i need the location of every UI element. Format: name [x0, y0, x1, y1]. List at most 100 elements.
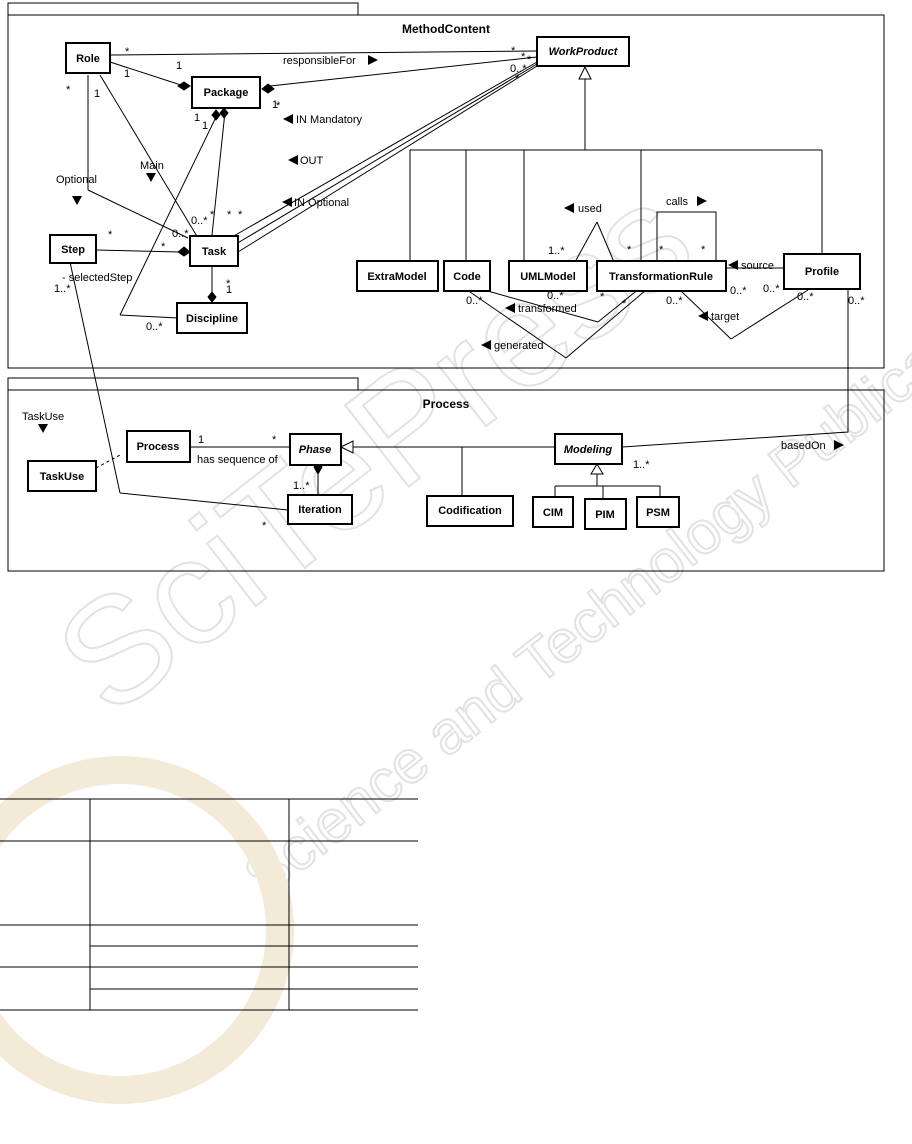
class-profile[interactable]: Profile: [783, 253, 861, 290]
multiplicity: 0..*: [547, 290, 564, 302]
multiplicity: 1: [176, 60, 182, 72]
assoc-label-main: Main: [140, 160, 164, 172]
class-workproduct[interactable]: WorkProduct: [536, 36, 630, 67]
direction-arrow-icon: [728, 260, 738, 270]
class-transformationrule[interactable]: TransformationRule: [596, 260, 727, 292]
assoc-label-out: OUT: [300, 155, 324, 167]
assoc-label-generated: generated: [494, 340, 544, 352]
class-task[interactable]: Task: [189, 235, 239, 267]
multiplicity: *: [226, 278, 231, 290]
multiplicity: *: [627, 244, 632, 256]
multiplicity: *: [262, 520, 267, 532]
class-package[interactable]: Package: [191, 76, 261, 109]
multiplicity: 0..*: [848, 295, 865, 307]
multiplicity: 1: [194, 112, 200, 124]
multiplicity: 0..*: [510, 63, 527, 75]
class-pim[interactable]: PIM: [584, 498, 627, 530]
class-name: Task: [202, 246, 227, 258]
multiplicity: *: [66, 84, 71, 96]
multiplicities: * * 1 1 * 1 1 1 * 0..* * * * 0..* * * * …: [54, 45, 865, 532]
multiplicity: 1..*: [548, 245, 565, 257]
multiplicity: *: [521, 51, 526, 63]
class-name: PSM: [646, 507, 670, 519]
direction-arrow-icon: [72, 196, 82, 205]
multiplicity: 0..*: [146, 321, 163, 333]
assoc-label-selectedstep: - selectedStep: [62, 272, 132, 284]
multiplicity: 1: [94, 88, 100, 100]
direction-arrow-icon: [505, 303, 515, 313]
multiplicity: 1..*: [293, 480, 310, 492]
class-name: CIM: [543, 507, 563, 519]
assoc-label-optional: Optional: [56, 174, 97, 186]
direction-arrow-icon: [564, 203, 574, 213]
multiplicity: 1: [272, 99, 278, 111]
class-modeling[interactable]: Modeling: [554, 433, 623, 465]
assoc-label-calls: calls: [666, 196, 689, 208]
multiplicity: *: [272, 434, 277, 446]
class-psm[interactable]: PSM: [636, 496, 680, 528]
multiplicity: *: [600, 291, 605, 303]
assoc-label-in-optional: IN Optional: [294, 197, 349, 209]
class-name: Iteration: [298, 504, 342, 516]
multiplicity: 1: [226, 284, 232, 296]
class-name: Modeling: [564, 444, 613, 456]
assoc-label-used: used: [578, 203, 602, 215]
multiplicity: 0..*: [172, 228, 189, 240]
multiplicity: *: [125, 46, 130, 58]
class-name: Step: [61, 244, 85, 256]
class-name: PIM: [595, 509, 615, 521]
class-name: Profile: [805, 266, 839, 278]
multiplicity: *: [527, 54, 532, 66]
multiplicity: 0..*: [730, 285, 747, 297]
association-labels: responsibleFor IN Mandatory OUT IN Optio…: [22, 55, 844, 466]
empty-table: [0, 798, 418, 1011]
class-extramodel[interactable]: ExtraModel: [356, 260, 439, 292]
multiplicity: *: [622, 298, 627, 310]
direction-arrow-icon: [288, 155, 298, 165]
direction-arrow-icon: [146, 173, 156, 182]
class-discipline[interactable]: Discipline: [176, 302, 248, 334]
direction-arrow-icon: [38, 424, 48, 433]
class-code[interactable]: Code: [443, 260, 491, 292]
package-tab: [7, 2, 359, 16]
class-name: Role: [76, 53, 100, 65]
direction-arrow-icon: [481, 340, 491, 350]
direction-arrow-icon: [282, 197, 292, 207]
class-process[interactable]: Process: [126, 430, 191, 463]
multiplicity: 0..*: [763, 283, 780, 295]
class-name: WorkProduct: [549, 46, 619, 58]
class-name: ExtraModel: [367, 271, 426, 283]
package-frame: [7, 389, 885, 572]
direction-arrow-icon: [698, 311, 708, 321]
assoc-label-transformed: transformed: [518, 303, 577, 315]
class-step[interactable]: Step: [49, 234, 97, 264]
class-phase[interactable]: Phase: [289, 433, 342, 466]
multiplicity: 1: [198, 434, 204, 446]
multiplicity: *: [276, 100, 281, 112]
multiplicity: 0..*: [466, 295, 483, 307]
generalization-arrows: [339, 65, 604, 475]
multiplicity: *: [515, 73, 520, 85]
direction-arrow-icon: [834, 440, 844, 450]
class-name: TransformationRule: [609, 271, 713, 283]
package-tab: [7, 377, 359, 391]
multiplicity: 1: [124, 68, 130, 80]
class-name: Process: [137, 441, 180, 453]
multiplicity: 1..*: [54, 283, 71, 295]
class-iteration[interactable]: Iteration: [287, 494, 353, 525]
class-name: Code: [453, 271, 481, 283]
class-role[interactable]: Role: [65, 42, 111, 74]
assoc-label-has-sequence-of: has sequence of: [197, 454, 279, 466]
assoc-label-in-mandatory: IN Mandatory: [296, 114, 363, 126]
class-name: Package: [204, 87, 249, 99]
class-umlmodel[interactable]: UMLModel: [508, 260, 588, 292]
class-name: TaskUse: [40, 471, 84, 483]
class-cim[interactable]: CIM: [532, 496, 574, 528]
class-codification[interactable]: Codification: [426, 495, 514, 527]
class-name: Codification: [438, 505, 502, 517]
multiplicity: *: [161, 241, 166, 253]
class-taskuse[interactable]: TaskUse: [27, 460, 97, 492]
assoc-label-basedon: basedOn: [781, 440, 826, 452]
multiplicity: *: [108, 229, 113, 241]
